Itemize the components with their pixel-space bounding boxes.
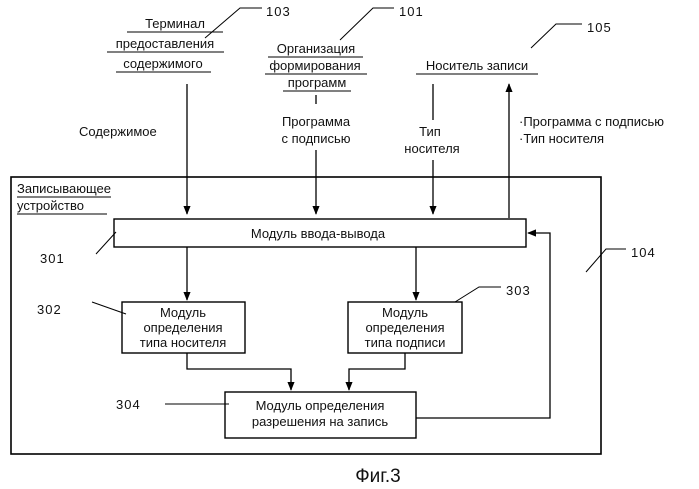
signature-type-module-ref: 303 (506, 283, 531, 298)
terminal-ref-leader (205, 8, 262, 38)
medium-entity: Носитель записи 105 (416, 20, 612, 74)
organization-label-line-2: формирования (269, 58, 360, 73)
medium-ref-leader (531, 24, 582, 48)
io-module-ref: 301 (40, 251, 65, 266)
recording-device-title-line-2: устройство (17, 198, 84, 213)
terminal-label-line-3: содержимого (123, 56, 202, 71)
medium-type-module-line-1: Модуль (160, 305, 206, 320)
signature-type-module-line-2: определения (365, 320, 444, 335)
permission-module-ref: 304 (116, 397, 141, 412)
recording-device-title-line-1: Записывающее (17, 181, 111, 196)
output-list-item-2: ·Тип носителя (519, 131, 604, 146)
signature-type-module-line-3: типа подписи (365, 335, 446, 350)
figure-caption: Фиг.3 (355, 466, 401, 487)
device-ref: 104 (631, 245, 656, 260)
medium-ref: 105 (587, 20, 612, 35)
permission-module-line-2: разрешения на запись (252, 414, 388, 429)
organization-label-line-1: Организация (277, 41, 355, 56)
medium-type-module-line-3: типа носителя (140, 335, 227, 350)
organization-label-line-3: программ (288, 75, 347, 90)
terminal-label-line-1: Терминал (145, 16, 205, 31)
signature-type-module-line-1: Модуль (382, 305, 428, 320)
output-list-item-1: ·Программа с подписью (519, 114, 664, 129)
medium-type-label-line-2: носителя (404, 141, 459, 156)
terminal-entity: Терминал предоставления содержимого 103 (107, 4, 291, 72)
organization-ref-leader (340, 8, 394, 40)
content-flow-label: Содержимое (79, 124, 157, 139)
permission-module-line-1: Модуль определения (256, 398, 385, 413)
organization-ref: 101 (399, 4, 424, 19)
terminal-ref: 103 (266, 4, 291, 19)
medium-label: Носитель записи (426, 58, 528, 73)
signed-program-label-line-1: Программа (282, 114, 351, 129)
medium-type-module-line-2: определения (143, 320, 222, 335)
io-module-label: Модуль ввода-вывода (251, 226, 386, 241)
medium-type-label-line-1: Тип (419, 124, 441, 139)
medium-type-module-ref: 302 (37, 302, 62, 317)
terminal-label-line-2: предоставления (116, 36, 214, 51)
signed-program-label-line-2: с подписью (281, 131, 350, 146)
